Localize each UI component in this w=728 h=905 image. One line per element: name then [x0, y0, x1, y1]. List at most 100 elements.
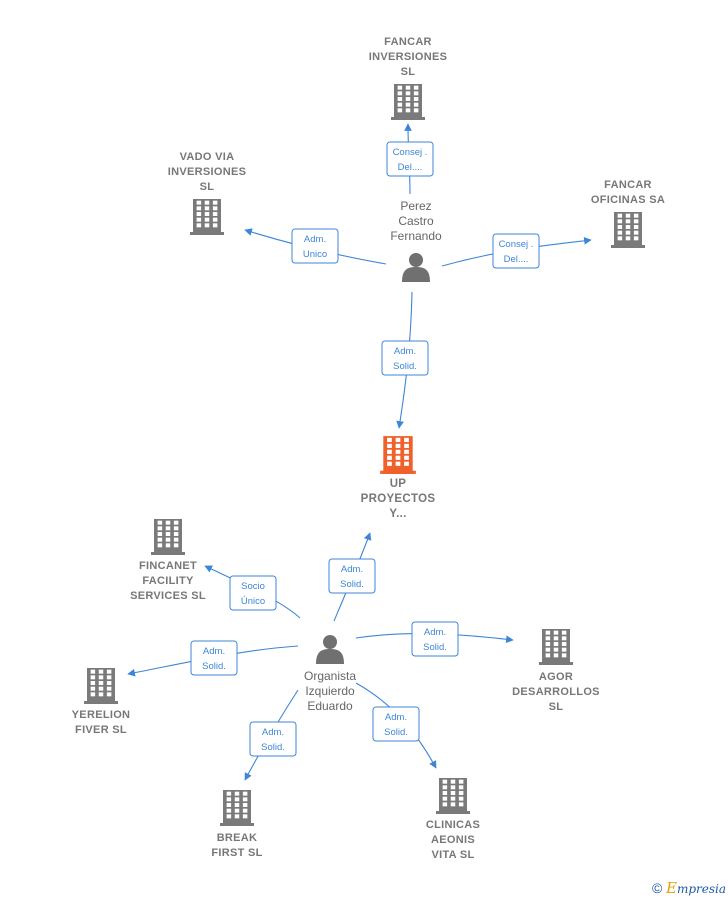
node-label-line: FANCAR [604, 179, 652, 191]
relation-badge-box [328, 558, 376, 594]
node-label-line: Castro [398, 214, 434, 228]
building-icon [391, 84, 425, 120]
relation-badge-box [492, 233, 540, 269]
relation-badge[interactable]: Adm.Unico [291, 228, 339, 264]
node-label-line: DESARROLLOS [512, 686, 600, 698]
relation-label-line: Adm. [262, 727, 284, 738]
edge-perez-to-vado: Adm.Unico [244, 228, 387, 265]
node-yerelion[interactable]: YERELION FIVER SL [72, 668, 131, 736]
relation-label-line: Único [241, 596, 265, 607]
relation-label-line: Del.... [398, 162, 423, 173]
relation-badge[interactable]: Adm. Solid. [411, 621, 459, 657]
node-label-line: UP [390, 478, 407, 490]
relation-badge-box [229, 575, 277, 611]
node-label-line: Izquierdo [305, 684, 355, 698]
relation-badge[interactable]: Adm.Solid. [381, 340, 429, 376]
relation-label-line: Unico [303, 249, 327, 260]
relation-badge[interactable]: Adm. Solid. [372, 706, 420, 742]
relation-badge[interactable]: Adm. Solid. [328, 558, 376, 594]
building-icon [380, 436, 416, 474]
node-label-line: YERELION [72, 709, 131, 721]
node-label-line: BREAK [217, 832, 258, 844]
edge-perez-to-up: Adm.Solid. [381, 291, 429, 429]
relation-label-line: Adm. [203, 646, 225, 657]
brand-initial: E [665, 879, 677, 897]
relation-label-line: Solid. [261, 742, 285, 753]
footer-brand: © Empresia [652, 879, 726, 897]
copyright-symbol: © [652, 880, 663, 896]
node-label-line: VADO VIA [180, 151, 235, 163]
node-label-line: FIRST SL [211, 847, 262, 859]
relation-label-line: Consej . [499, 239, 534, 250]
node-agor[interactable]: AGOR DESARROLLOS SL [512, 629, 600, 713]
node-label-line: FINCANET [139, 560, 197, 572]
brand-name: mpresia [676, 882, 726, 896]
node-label-line: FANCAR [384, 36, 432, 48]
node-label-line: SL [549, 701, 564, 713]
person-icon [316, 635, 344, 664]
relation-label-line: Socio [241, 581, 265, 592]
building-icon [539, 629, 573, 665]
building-icon [611, 212, 645, 248]
person-icon [402, 253, 430, 282]
edge-organista-to-up: Adm. Solid. [328, 532, 376, 622]
relation-label-line: Adm. [424, 627, 446, 638]
relation-badge-box [291, 228, 339, 264]
relation-label-line: Solid. [384, 727, 408, 738]
node-label-line: SL [200, 181, 215, 193]
node-label-line: Eduardo [307, 699, 353, 713]
edge-organista-to-break: Adm. Solid. [244, 689, 299, 781]
building-icon [220, 790, 254, 826]
relation-label-line: Adm. [385, 712, 407, 723]
node-label-line: SERVICES SL [130, 590, 206, 602]
relation-badge-box [249, 721, 297, 757]
node-label-line: AGOR [539, 671, 573, 683]
relation-badge-box [386, 141, 434, 177]
node-label-line: VITA SL [431, 849, 474, 861]
node-label-line: PROYECTOS [361, 493, 436, 505]
node-label-line: FIVER SL [75, 724, 127, 736]
relation-badge[interactable]: Consej . Del.... [492, 233, 540, 269]
relation-label-line: Solid. [423, 642, 447, 653]
node-label-line: INVERSIONES [168, 166, 247, 178]
node-label-line: Perez [400, 199, 431, 213]
relation-label-line: Consej . [393, 147, 428, 158]
node-label-line: AEONIS [431, 834, 475, 846]
node-break[interactable]: BREAK FIRST SL [211, 790, 262, 859]
relation-badge[interactable]: Consej . Del.... [386, 141, 434, 177]
node-label-line: Organista [304, 669, 356, 683]
relation-badge-box [372, 706, 420, 742]
building-icon [436, 778, 470, 814]
relation-badge[interactable]: Adm. Solid. [190, 640, 238, 676]
node-fancar_inv[interactable]: FANCAR INVERSIONES SL [369, 36, 448, 120]
node-label-line: SL [401, 66, 416, 78]
node-label-line: INVERSIONES [369, 51, 448, 63]
relation-badge[interactable]: Adm. Solid. [249, 721, 297, 757]
relation-label-line: Del.... [504, 254, 529, 265]
relation-label-line: Adm. [341, 564, 363, 575]
edge-organista-to-yerelion: Adm. Solid. [127, 640, 299, 677]
node-clinicas[interactable]: CLINICAS AEONIS VITA SL [426, 778, 480, 861]
edge-perez-to-fancar_inv: Consej . Del.... [386, 123, 434, 195]
building-icon [190, 199, 224, 235]
edge-perez-to-fancar_of: Consej . Del.... [441, 233, 592, 269]
node-up[interactable]: UP PROYECTOS Y... [361, 436, 436, 520]
node-label-line: Y... [389, 508, 406, 520]
building-icon [84, 668, 118, 704]
relation-badge-box [381, 340, 429, 376]
relation-badge-box [190, 640, 238, 676]
node-vado[interactable]: VADO VIA INVERSIONES SL [168, 151, 247, 235]
node-label-line: CLINICAS [426, 819, 480, 831]
relation-label-line: Solid. [340, 579, 364, 590]
relation-label-line: Solid. [202, 661, 226, 672]
edge-organista-to-clinicas: Adm. Solid. [355, 682, 437, 769]
edge-organista-to-agor: Adm. Solid. [355, 621, 514, 657]
building-icon [151, 519, 185, 555]
relation-badge-box [411, 621, 459, 657]
